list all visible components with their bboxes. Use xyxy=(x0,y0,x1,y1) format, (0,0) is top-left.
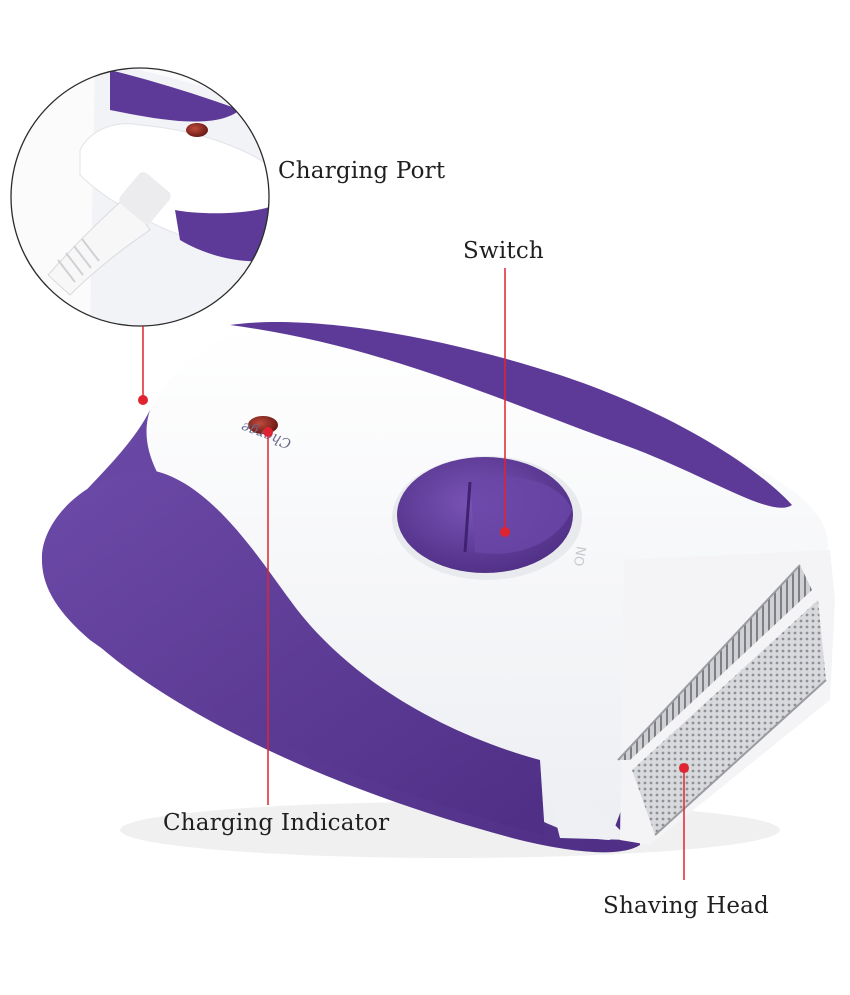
switch-marking: ON xyxy=(572,545,590,567)
leader-dot-charging-indicator xyxy=(263,427,273,437)
label-charging-port: Charging Port xyxy=(278,158,446,184)
shaver-body: ON Charge xyxy=(41,322,835,858)
leader-dot-shaving-head xyxy=(679,763,689,773)
leader-dot-switch xyxy=(500,527,510,537)
leader-dot-charging-port xyxy=(138,395,148,405)
label-charging-indicator: Charging Indicator xyxy=(163,810,390,836)
leader-lines xyxy=(138,268,689,880)
label-shaving-head: Shaving Head xyxy=(603,893,769,919)
charging-port-inset xyxy=(10,67,270,327)
label-switch: Switch xyxy=(463,238,544,264)
shaving-head-graphic xyxy=(617,550,835,845)
